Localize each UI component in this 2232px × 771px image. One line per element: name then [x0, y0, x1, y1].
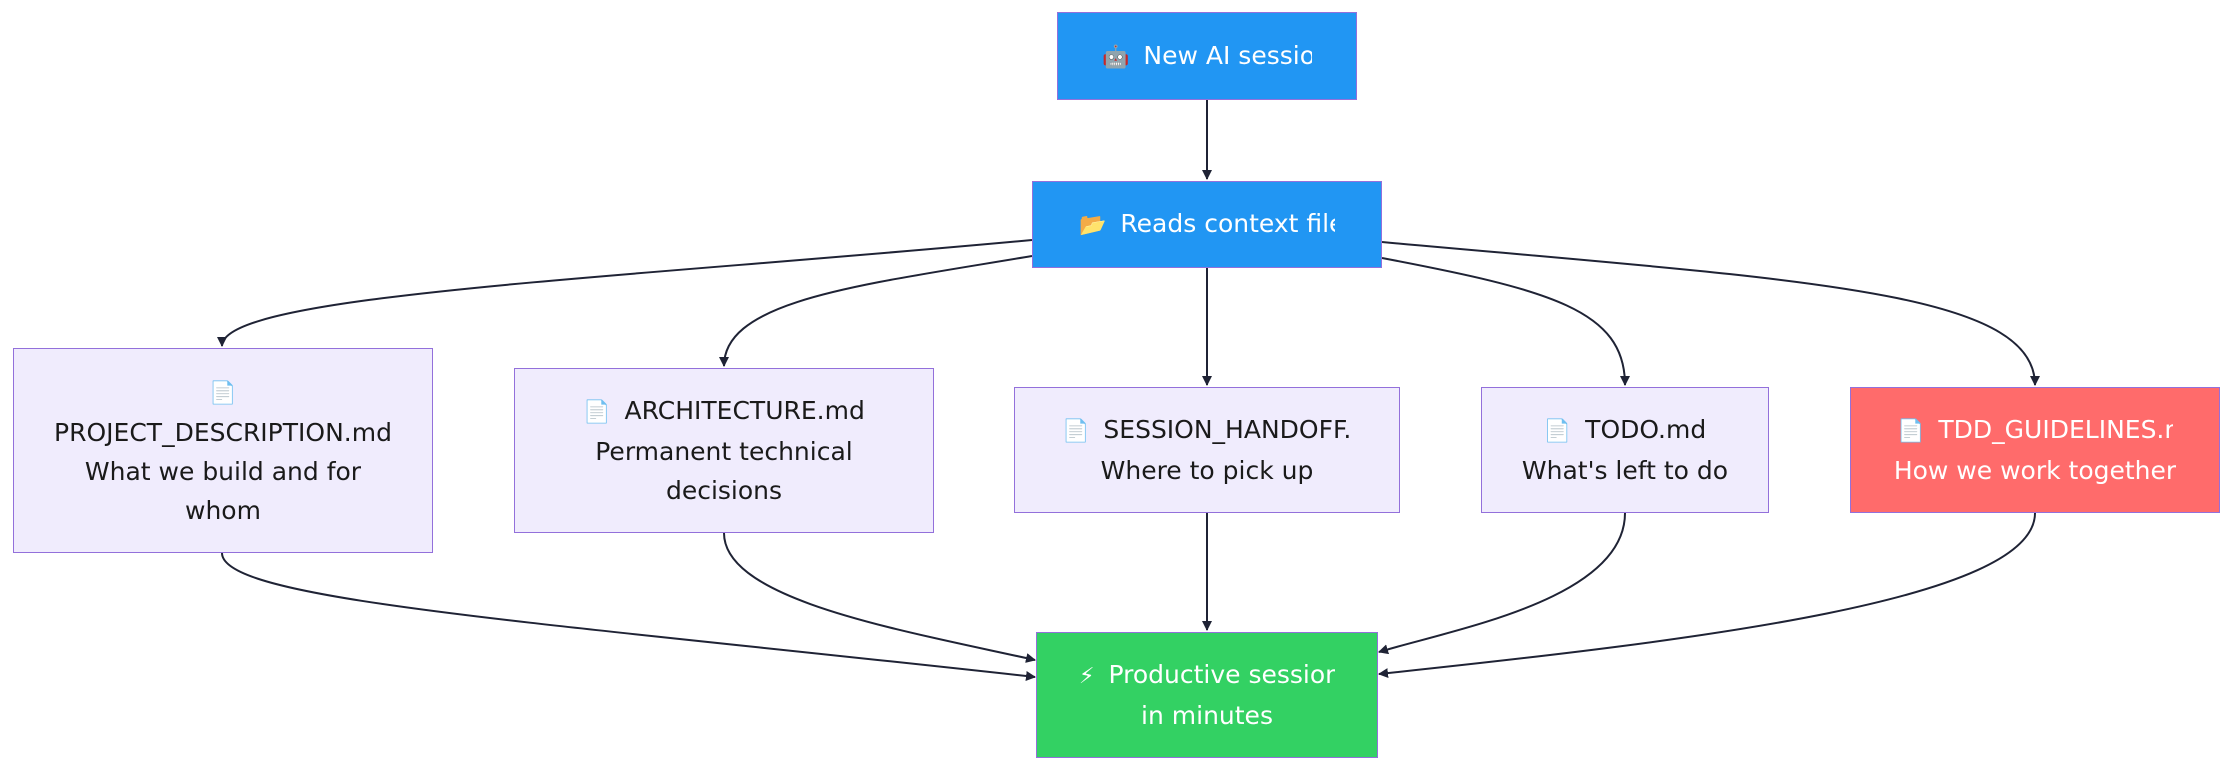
node-description-cont: whom — [185, 495, 261, 525]
document-icon: 📄 — [1897, 419, 1925, 444]
node-description: What we build and for — [84, 456, 362, 486]
edge-reads-to-tdd — [1381, 241, 2040, 386]
node-label: PROJECT_DESCRIPTION.md — [54, 417, 392, 447]
edge-project-to-result — [221, 552, 1036, 681]
node-label: SESSION_HANDOFF.md — [1103, 415, 1352, 444]
node-label: New AI session — [1143, 40, 1312, 70]
robot-icon: 🤖 — [1102, 44, 1130, 70]
document-icon: 📄 — [209, 380, 237, 406]
node-label: Productive session — [1108, 660, 1335, 689]
document-icon: 📄 — [1062, 419, 1090, 444]
edge-architecture-to-result — [723, 532, 1036, 663]
node-description: Where to pick up — [1100, 456, 1314, 485]
edge-tdd-to-result — [1378, 512, 2036, 679]
edge-reads-to-project — [217, 239, 1033, 347]
node-description: Permanent technical — [595, 437, 853, 466]
node-description-cont: decisions — [665, 476, 783, 505]
node-label: ARCHITECTURE.md — [624, 396, 865, 425]
folder-icon: 📂 — [1079, 213, 1107, 238]
node-project-description: 📄 PROJECT_DESCRIPTION.md What we build a… — [13, 348, 433, 553]
node-label: TDD_GUIDELINES.md — [1938, 415, 2173, 444]
edge-reads-to-todo — [1381, 257, 1630, 386]
node-architecture: 📄 ARCHITECTURE.md Permanent technical dec… — [514, 368, 934, 533]
node-session-handoff: 📄 SESSION_HANDOFF.md Where to pick up — [1014, 387, 1400, 513]
document-icon: 📄 — [1543, 419, 1572, 444]
edge-todo-to-result — [1378, 512, 1626, 655]
document-icon: 📄 — [583, 400, 611, 425]
node-description: in minutes — [1141, 701, 1273, 730]
node-label: TODO.md — [1585, 415, 1707, 444]
lightning-icon: ⚡ — [1079, 664, 1095, 689]
edge-reads-to-architecture — [719, 255, 1033, 367]
node-new-ai-session: 🤖 New AI session — [1057, 12, 1357, 100]
node-description: What's left to do — [1521, 456, 1729, 485]
node-tdd-guidelines: 📄 TDD_GUIDELINES.md How we work together — [1850, 387, 2220, 513]
node-description: How we work together — [1893, 456, 2177, 485]
node-reads-context-files: 📂 Reads context files — [1032, 181, 1382, 268]
node-todo: 📄 TODO.md What's left to do — [1481, 387, 1769, 513]
node-label: Reads context files — [1120, 209, 1335, 238]
node-productive-session: ⚡ Productive session in minutes — [1036, 632, 1378, 758]
